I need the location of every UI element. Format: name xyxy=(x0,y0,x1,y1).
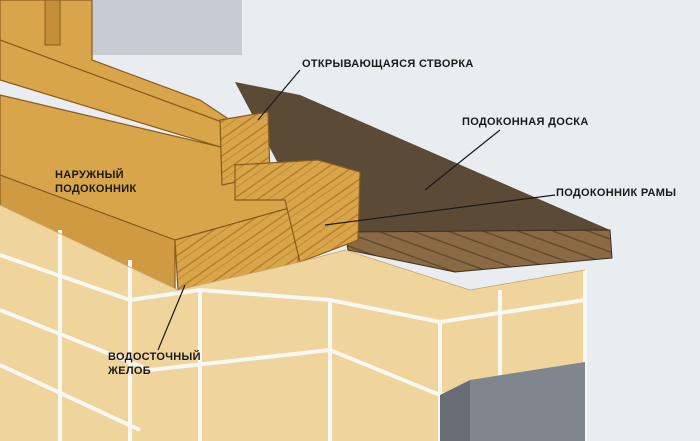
leader-lines xyxy=(157,69,556,351)
label-outer-sill: НАРУЖНЫЙ ПОДОКОННИК xyxy=(55,168,137,196)
label-window-board: ПОДОКОННАЯ ДОСКА xyxy=(462,116,589,128)
window-board-front xyxy=(344,229,613,273)
label-sash: ОТКРЫВАЮЩАЯСЯ СТВОРКА xyxy=(302,58,474,70)
window-frame-inner xyxy=(44,0,61,46)
label-frame-sill: ПОДОКОННИК РАМЫ xyxy=(556,187,677,199)
label-gutter-line2: ЖЕЛОБ xyxy=(108,365,151,377)
frame-sill-profile xyxy=(234,159,361,263)
concrete-block-side xyxy=(440,380,470,441)
label-gutter: ВОДОСТОЧНЫЙ ЖЕЛОБ xyxy=(108,350,201,378)
concrete-block xyxy=(470,362,585,441)
brick-outlines xyxy=(0,204,586,291)
label-outer-sill-line1: НАРУЖНЫЙ xyxy=(55,169,124,181)
window-glass xyxy=(92,0,242,55)
label-gutter-line1: ВОДОСТОЧНЫЙ xyxy=(108,351,201,363)
label-outer-sill-line2: ПОДОКОННИК xyxy=(55,183,137,195)
